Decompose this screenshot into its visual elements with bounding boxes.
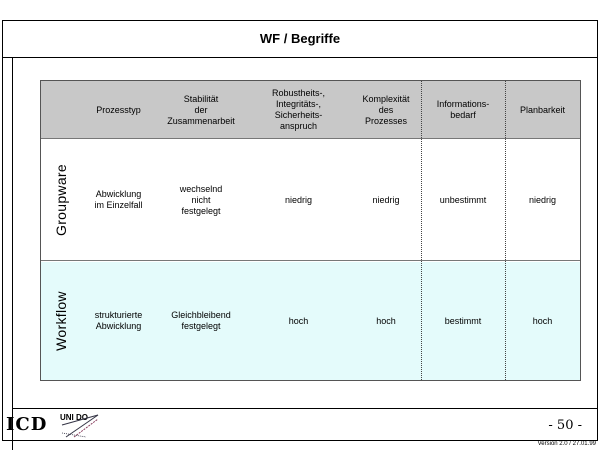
cell-workflow-planbarkeit: hoch: [532, 315, 553, 326]
cell-workflow-robustheit: hoch: [288, 315, 309, 326]
left-margin-line: [12, 58, 13, 450]
version-label: Version 2.0 / 27.01.99: [537, 441, 596, 447]
column-divider-dotted: [421, 81, 422, 380]
cell-groupware-prozesstyp: Abwicklung im Einzelfall: [94, 189, 143, 210]
cell-workflow-komplexitaet: hoch: [376, 315, 396, 326]
slide-title: WF / Begriffe: [259, 31, 341, 46]
slide-frame: [2, 20, 598, 441]
page-number: - 50 -: [548, 418, 582, 433]
header-robustheit: Robustheits-, Integritäts-, Sicherheits-…: [271, 88, 326, 131]
row-label-groupware: Groupware: [53, 164, 69, 236]
header-komplexitaet: Komplexität des Prozesses: [362, 93, 410, 126]
cell-groupware-komplexitaet: niedrig: [372, 194, 400, 205]
comparison-table: Prozesstyp Stabilität der Zusammenarbeit…: [40, 80, 581, 381]
unido-logo-icon: UNI DO: [60, 413, 100, 439]
cell-groupware-robustheit: niedrig: [284, 194, 313, 205]
footer-divider: [12, 408, 598, 409]
row-label-workflow: Workflow: [53, 291, 69, 351]
header-informationsbedarf: Informations- bedarf: [436, 99, 490, 120]
cell-workflow-stabilitaet: Gleichbleibend festgelegt: [171, 310, 231, 331]
cell-groupware-informationsbedarf: unbestimmt: [439, 194, 487, 205]
column-divider-dotted: [505, 81, 506, 380]
cell-workflow-prozesstyp: strukturierte Abwicklung: [94, 310, 143, 331]
table-header-row: Prozesstyp Stabilität der Zusammenarbeit…: [41, 81, 580, 139]
header-stabilitaet: Stabilität der Zusammenarbeit: [167, 93, 235, 126]
cell-groupware-planbarkeit: niedrig: [528, 194, 557, 205]
title-bar: WF / Begriffe: [2, 20, 598, 58]
table-row-workflow: Workflow strukturierte Abwicklung Gleich…: [41, 262, 580, 380]
header-prozesstyp: Prozesstyp: [96, 104, 141, 115]
cell-groupware-stabilitaet: wechselnd nicht festgelegt: [179, 183, 223, 216]
header-planbarkeit: Planbarkeit: [519, 104, 566, 115]
table-row-groupware: Groupware Abwicklung im Einzelfall wechs…: [41, 139, 580, 261]
cell-workflow-informationsbedarf: bestimmt: [444, 315, 482, 326]
unido-logo-text: UNI DO: [60, 413, 88, 422]
icd-logo: ICD: [6, 414, 48, 435]
